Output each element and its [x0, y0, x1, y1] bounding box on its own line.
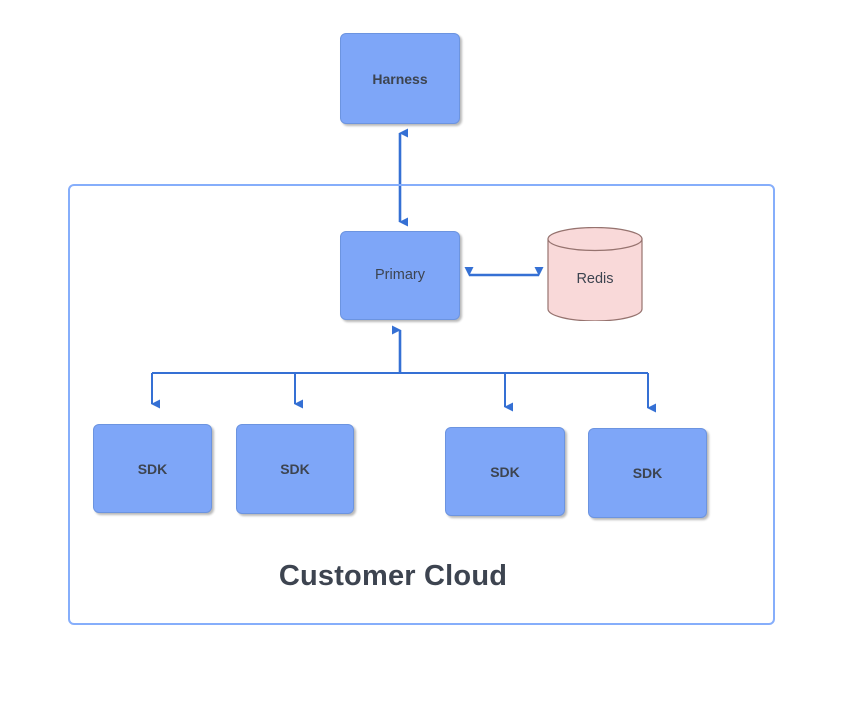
- node-sdk-1[interactable]: SDK: [236, 424, 354, 514]
- node-sdk-1-label: SDK: [280, 461, 310, 477]
- node-primary[interactable]: Primary: [340, 231, 460, 320]
- node-primary-label: Primary: [375, 267, 425, 284]
- customer-cloud-label: Customer Cloud: [278, 560, 508, 592]
- node-harness-label: Harness: [372, 70, 428, 87]
- node-sdk-0[interactable]: SDK: [93, 424, 212, 513]
- node-redis[interactable]: Redis: [547, 227, 643, 321]
- node-sdk-3-label: SDK: [632, 465, 663, 481]
- node-redis-label: Redis: [576, 271, 614, 287]
- node-sdk-3[interactable]: SDK: [588, 428, 707, 518]
- node-sdk-0-label: SDK: [137, 460, 168, 477]
- node-harness[interactable]: Harness: [340, 33, 460, 124]
- node-sdk-2[interactable]: SDK: [445, 427, 565, 516]
- customer-cloud-container: [68, 184, 775, 625]
- database-cylinder-icon: [547, 227, 643, 321]
- node-sdk-2-label: SDK: [490, 463, 520, 480]
